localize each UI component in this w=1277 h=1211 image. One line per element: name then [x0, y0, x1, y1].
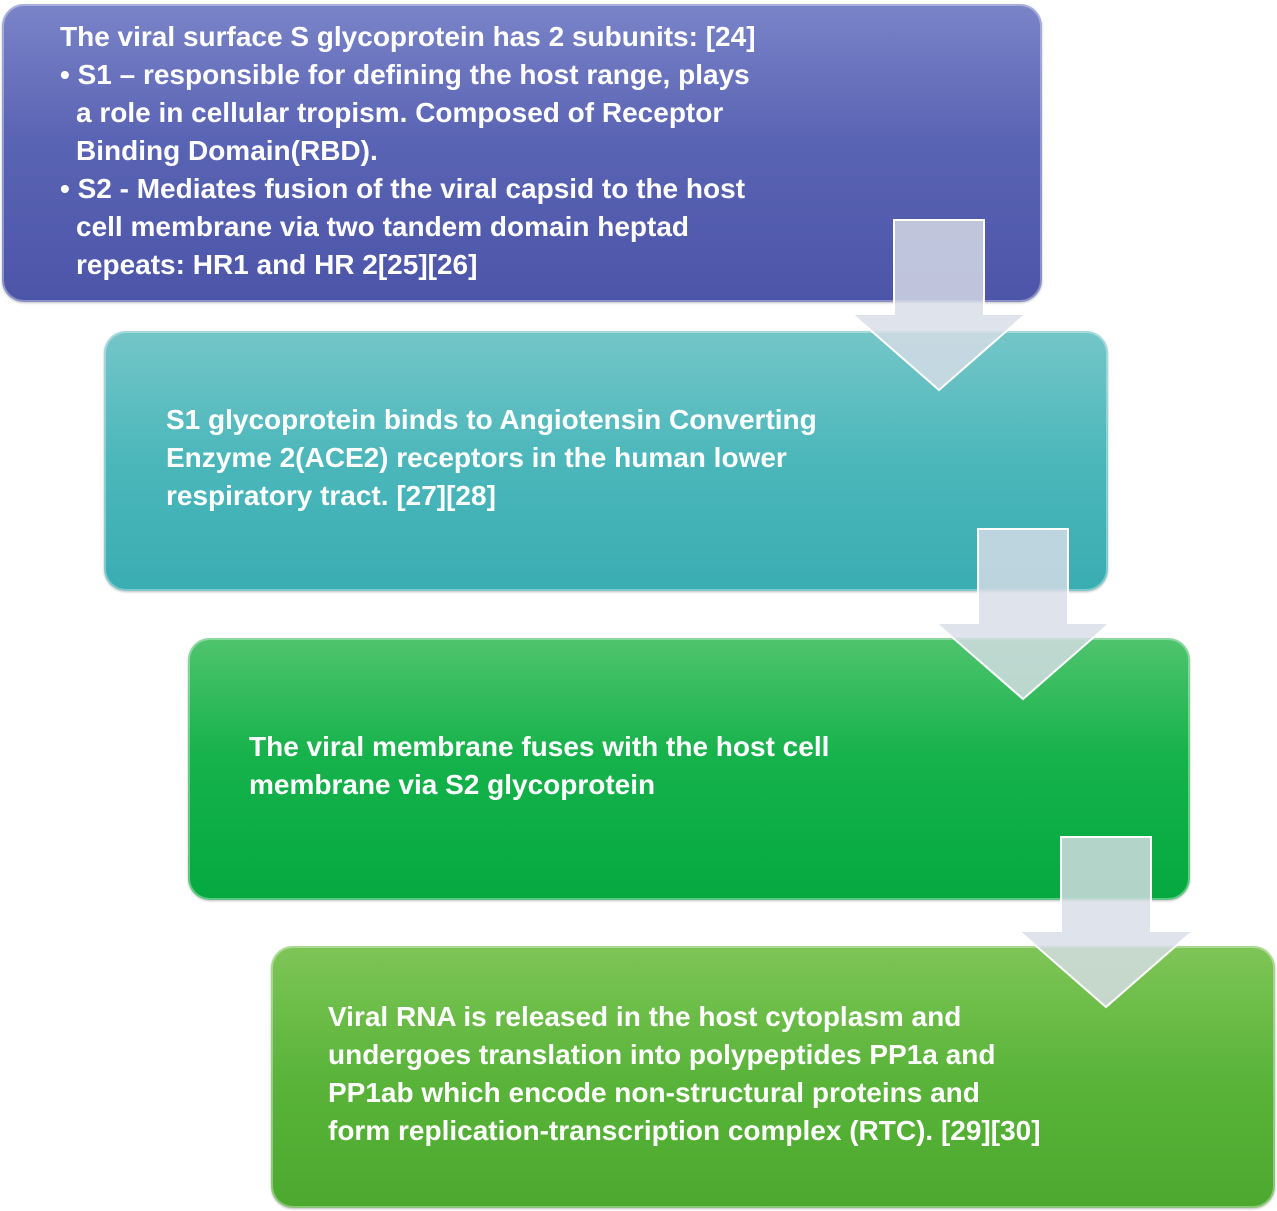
step-1-line-6: cell membrane via two tandem domain hept…	[76, 211, 690, 242]
down-arrow-icon	[933, 528, 1113, 701]
step-2-line-1: S1 glycoprotein binds to Angiotensin Con…	[166, 404, 817, 435]
step-4-line-2: undergoes translation into polypeptides …	[328, 1039, 996, 1070]
step-1-line-2: • S1 – responsible for defining the host…	[60, 59, 750, 90]
down-arrow-icon	[1016, 836, 1196, 1009]
step-4-line-3: PP1ab which encode non-structural protei…	[328, 1077, 980, 1108]
step-4-line-4: form replication-transcription complex (…	[328, 1115, 1041, 1146]
step-2-text: S1 glycoprotein binds to Angiotensin Con…	[166, 401, 817, 515]
step-1-text: The viral surface S glycoprotein has 2 s…	[60, 18, 756, 284]
step-box-4: Viral RNA is released in the host cytopl…	[271, 946, 1275, 1208]
step-1-line-1: The viral surface S glycoprotein has 2 s…	[60, 21, 756, 52]
step-1-line-7: repeats: HR1 and HR 2[25][26]	[76, 249, 478, 280]
step-1-line-4: Binding Domain(RBD).	[76, 135, 378, 166]
step-4-line-1: Viral RNA is released in the host cytopl…	[328, 1001, 962, 1032]
step-3-line-1: The viral membrane fuses with the host c…	[249, 731, 830, 762]
step-1-line-3: a role in cellular tropism. Composed of …	[76, 97, 724, 128]
step-2-line-3: respiratory tract. [27][28]	[166, 480, 496, 511]
step-4-text: Viral RNA is released in the host cytopl…	[328, 998, 1041, 1150]
step-2-line-2: Enzyme 2(ACE2) receptors in the human lo…	[166, 442, 787, 473]
step-box-1: The viral surface S glycoprotein has 2 s…	[2, 4, 1042, 302]
step-3-line-2: membrane via S2 glycoprotein	[249, 769, 656, 800]
step-1-line-5: • S2 - Mediates fusion of the viral caps…	[60, 173, 746, 204]
down-arrow-icon	[849, 219, 1029, 392]
step-3-text: The viral membrane fuses with the host c…	[249, 728, 829, 804]
